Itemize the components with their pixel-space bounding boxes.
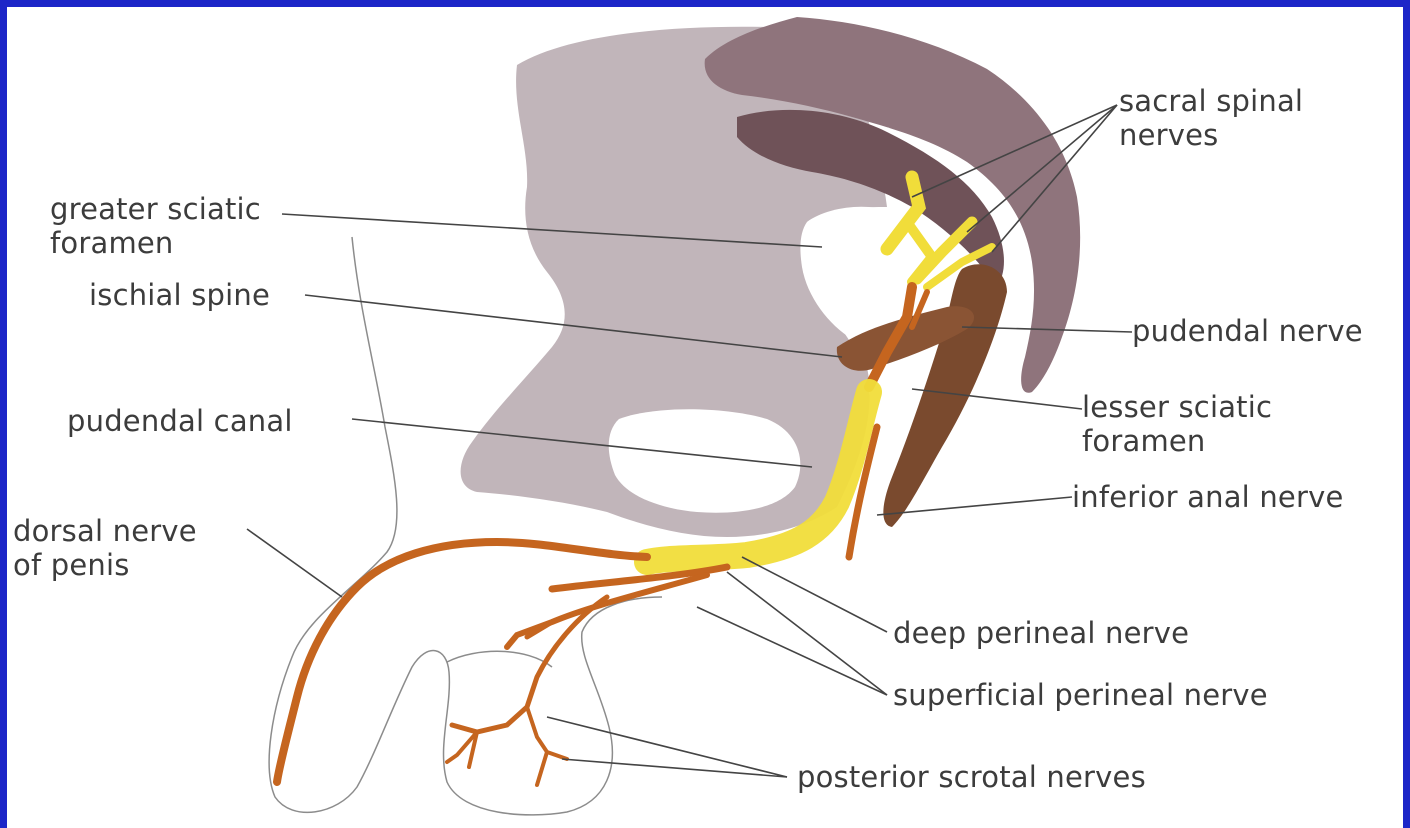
label-lesser-sciatic-foramen: lesser sciatic foramen	[1082, 391, 1272, 458]
label-posterior-scrotal-nerves: posterior scrotal nerves	[797, 761, 1146, 795]
label-sacral-spinal-nerves: sacral spinal nerves	[1119, 85, 1303, 152]
dorsal-nerve-of-penis	[277, 542, 647, 782]
label-superficial-perineal-nerve: superficial perineal nerve	[893, 679, 1268, 713]
label-deep-perineal-nerve: deep perineal nerve	[893, 617, 1189, 651]
scrotum-outline	[447, 651, 552, 667]
label-pudendal-canal: pudendal canal	[67, 405, 293, 439]
label-ischial-spine: ischial spine	[89, 279, 270, 313]
label-pudendal-nerve: pudendal nerve	[1132, 315, 1363, 349]
label-dorsal-nerve-of-penis: dorsal nerve of penis	[13, 515, 197, 582]
label-inferior-anal-nerve: inferior anal nerve	[1072, 481, 1344, 515]
label-greater-sciatic-foramen: greater sciatic foramen	[50, 193, 261, 260]
